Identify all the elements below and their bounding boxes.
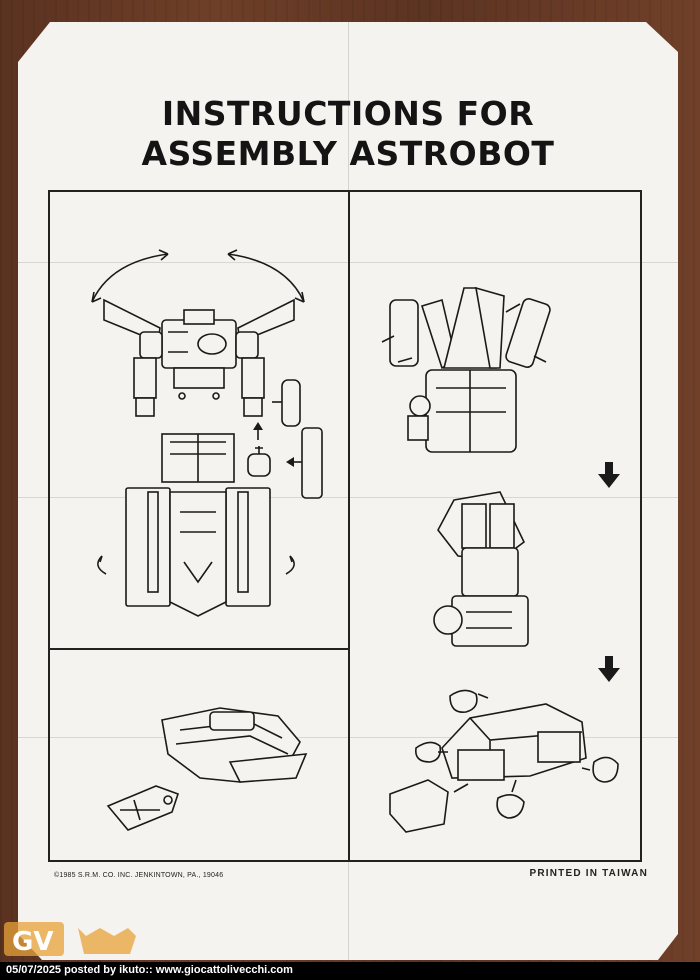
sheet-title-line-2: ASSEMBLY ASTROBOT [141,134,555,173]
transformation-illustration [381,286,620,833]
photo-caption: 05/07/2025 posted by ikuto:: www.giocatt… [6,964,293,976]
printed-in-text: PRINTED IN TAIWAN [529,868,648,879]
sheet-title-line-1: INSTRUCTIONS FOR [161,94,535,133]
instruction-sheet: INSTRUCTIONS FOR ASSEMBLY ASTROBOT [18,22,678,960]
step-panel-transformation [350,192,642,862]
vehicle-illustration [106,707,308,831]
gv-logo-watermark: GV [4,918,146,960]
instructions-frame [48,190,642,862]
copyright-text: ©1985 S.R.M. CO. INC. JENKINTOWN, PA., 1… [54,872,224,879]
gv-logo-icon: GV [4,922,136,957]
robot-arms-illustration [91,249,323,617]
step-panel-robot-arms [50,192,348,648]
gv-logo-text: GV [12,927,53,957]
panel-divider-vertical [348,192,350,860]
panel-divider-horizontal [50,648,348,650]
caption-bar [0,962,700,980]
step-panel-vehicle [50,650,348,862]
